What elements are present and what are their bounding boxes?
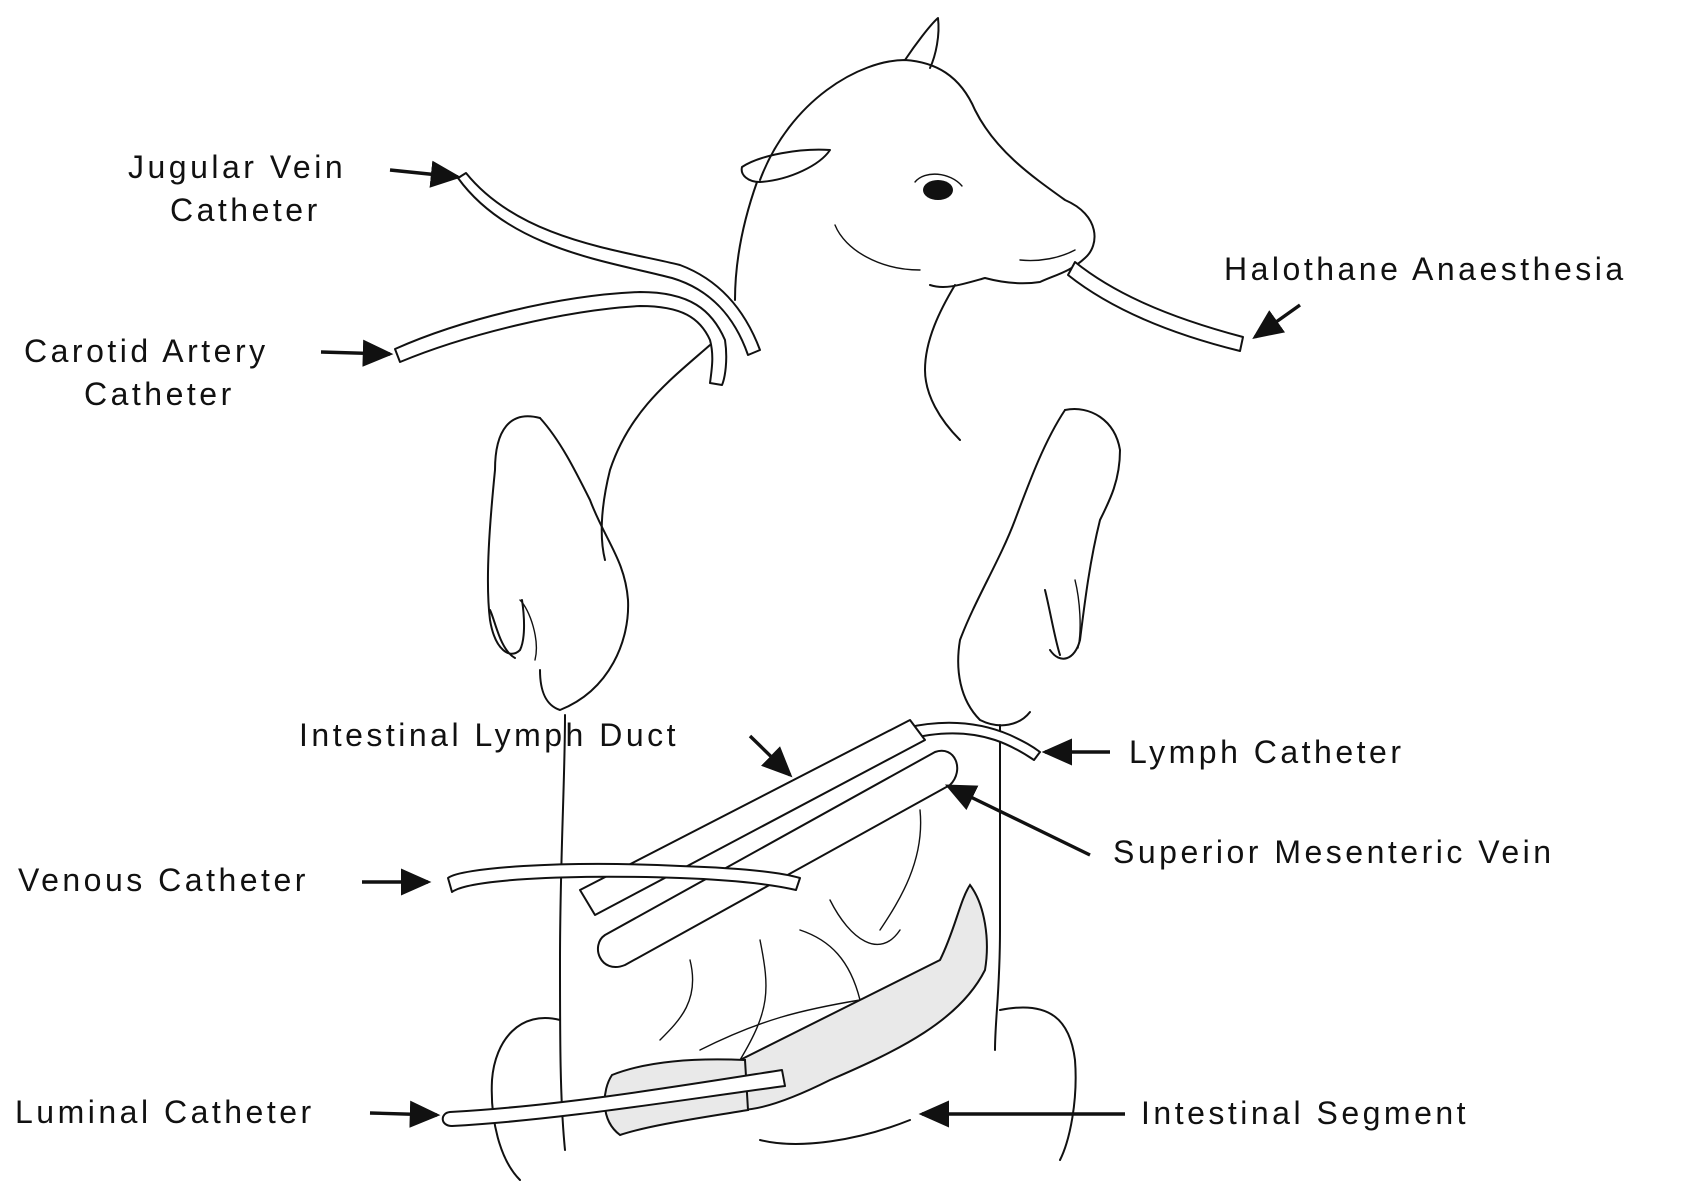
- carotid-artery-catheter-tube: [395, 292, 726, 385]
- label-carotid-artery-catheter-line1: Carotid Artery: [24, 333, 269, 369]
- arrow-carotid-artery-catheter: [321, 352, 390, 354]
- lamb-left-hindleg: [492, 1018, 560, 1180]
- arrow-intestinal-lymph-duct: [750, 736, 790, 775]
- labels: Jugular Vein Catheter Carotid Artery Cat…: [15, 149, 1627, 1131]
- arrow-luminal-catheter: [370, 1113, 437, 1115]
- lymph-catheter-tube: [905, 723, 1040, 760]
- label-intestinal-segment: Intestinal Segment: [1141, 1095, 1469, 1131]
- lamb-right-hoof-split: [1075, 580, 1080, 648]
- arrow-jugular-vein-catheter: [390, 170, 458, 177]
- label-venous-catheter: Venous Catheter: [18, 862, 309, 898]
- lamb-right-hindleg: [1000, 1007, 1076, 1160]
- lamb-left-foreleg: [488, 416, 540, 653]
- lamb-neck-left: [735, 182, 757, 300]
- label-halothane-anaesthesia: Halothane Anaesthesia: [1224, 251, 1627, 287]
- label-lymph-catheter: Lymph Catheter: [1129, 734, 1404, 770]
- lamb-trunk-right: [995, 725, 1000, 1050]
- lamb-trunk-left: [560, 715, 565, 1150]
- lamb-illustration: [488, 18, 1120, 1180]
- arrow-superior-mesenteric-vein: [948, 786, 1090, 855]
- arrow-halothane-anaesthesia: [1255, 305, 1300, 337]
- label-intestinal-lymph-duct: Intestinal Lymph Duct: [299, 717, 679, 753]
- label-carotid-artery-catheter-line2: Catheter: [84, 376, 235, 412]
- lamb-chest-left: [602, 345, 710, 560]
- label-jugular-vein-catheter-line1: Jugular Vein: [128, 149, 346, 185]
- lamb-head: [760, 60, 1095, 287]
- halothane-tube: [1068, 262, 1243, 351]
- lamb-left-foreleg-inner: [540, 418, 628, 710]
- catheters: [395, 173, 1243, 1135]
- lamb-left-ear: [742, 150, 830, 182]
- label-jugular-vein-catheter-line2: Catheter: [170, 192, 321, 228]
- lamb-right-foreleg-inner: [958, 410, 1065, 725]
- lamb-belly-lower: [760, 1120, 910, 1144]
- lamb-eye: [923, 180, 953, 200]
- lamb-cheek-line: [835, 225, 920, 270]
- lamb-neck-right: [925, 285, 960, 440]
- label-superior-mesenteric-vein: Superior Mesenteric Vein: [1113, 834, 1555, 870]
- lamb-right-foreleg: [1050, 409, 1120, 659]
- lamb-mouth: [1020, 250, 1075, 261]
- lamb-right-hoof: [1045, 590, 1060, 655]
- label-luminal-catheter: Luminal Catheter: [15, 1094, 315, 1130]
